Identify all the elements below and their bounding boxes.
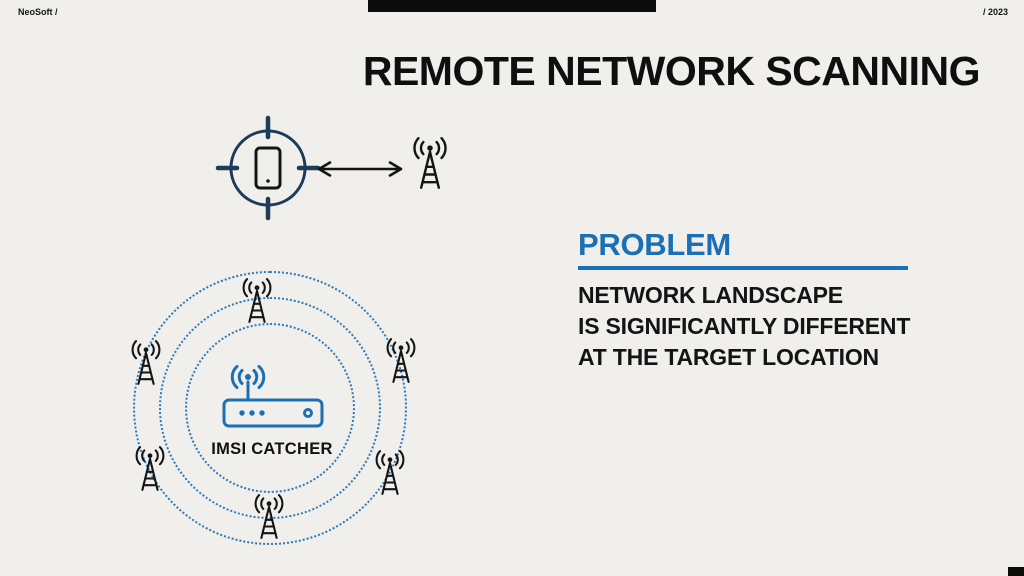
imsi-router-icon <box>212 356 332 433</box>
scan-ring-inner <box>185 323 355 493</box>
cell-tower-icon <box>408 136 452 195</box>
problem-line: NETWORK LANDSCAPE <box>578 282 843 308</box>
cell-tower-icon <box>238 278 276 329</box>
problem-line: AT THE TARGET LOCATION <box>578 344 879 370</box>
cell-tower-icon <box>371 450 409 501</box>
year-label: / 2023 <box>982 7 1008 17</box>
brand-label: NeoSoft / <box>18 7 58 17</box>
problem-heading: PROBLEM <box>578 227 731 262</box>
top-bar <box>368 0 656 12</box>
cell-tower-icon <box>127 340 165 391</box>
cell-tower-icon <box>131 446 169 497</box>
page-title: REMOTE NETWORK SCANNING <box>362 48 981 94</box>
problem-line: IS SIGNIFICANTLY DIFFERENT <box>578 313 911 339</box>
cell-tower-icon <box>382 338 420 389</box>
double-arrow-icon <box>314 160 406 183</box>
target-phone-icon <box>212 112 324 229</box>
scan-ring-middle <box>159 297 381 519</box>
problem-statement: NETWORK LANDSCAPE IS SIGNIFICANTLY DIFFE… <box>578 280 910 373</box>
problem-underline <box>578 266 908 270</box>
cell-tower-icon <box>250 494 288 545</box>
imsi-catcher-label: IMSI CATCHER <box>211 440 333 458</box>
scan-ring-outer <box>133 271 407 545</box>
corner-mark <box>1008 567 1024 576</box>
